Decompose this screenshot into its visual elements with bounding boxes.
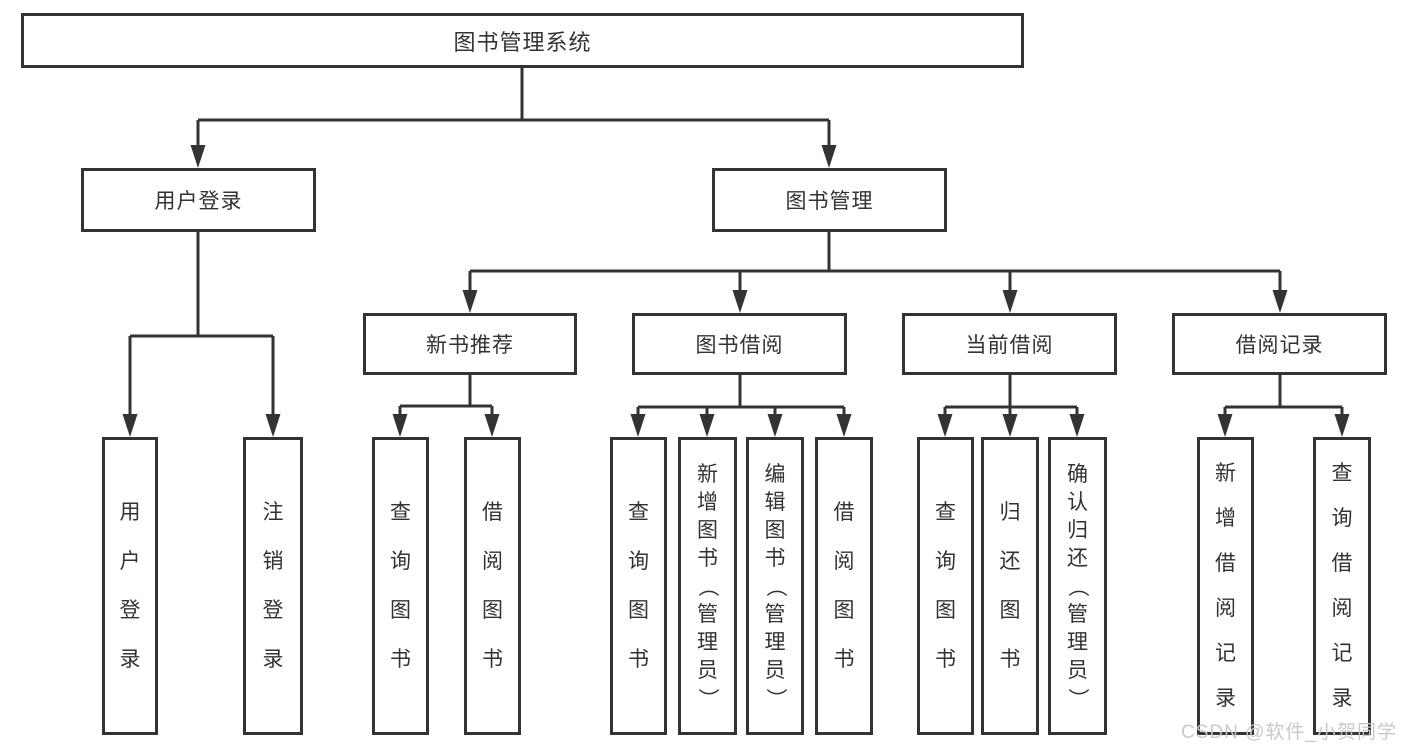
node-root-system: 图书管理系统 <box>21 13 1024 68</box>
leaf-borrow-borrow-books-label: 借阅图书 <box>833 501 855 671</box>
arrowhead <box>821 145 837 168</box>
leaf-borrow-edit-books-admin-label: 编辑图书（管理员） <box>763 462 787 709</box>
node-book-borrow: 图书借阅 <box>632 313 847 375</box>
leaf-borrow-borrow-books: 借阅图书 <box>815 437 873 735</box>
leaf-records-add-record-label: 新增借阅记录 <box>1215 462 1236 710</box>
node-book-borrow-label: 图书借阅 <box>695 334 784 357</box>
node-root-label: 图书管理系统 <box>453 29 592 55</box>
leaf-user-login-label: 用户登录 <box>119 501 141 671</box>
node-current-borrow: 当前借阅 <box>902 313 1117 375</box>
connector-book-management-branch <box>468 232 1282 293</box>
leaf-current-confirm-return-admin-label: 确认归还（管理员） <box>1066 462 1089 709</box>
leaf-logout-login-label: 注销登录 <box>262 501 284 671</box>
arrowhead <box>462 290 478 313</box>
leaf-borrow-query-books-label: 查询图书 <box>628 501 649 671</box>
arrowhead <box>190 145 206 168</box>
arrowhead <box>1069 414 1085 437</box>
node-new-book-recommend-label: 新书推荐 <box>426 334 514 357</box>
leaf-recommend-borrow-books: 借阅图书 <box>464 437 521 735</box>
arrowhead <box>732 290 748 313</box>
connector-book-borrow-branch <box>636 375 846 417</box>
arrowhead <box>265 414 281 437</box>
leaf-borrow-add-books-admin-label: 新增图书（管理员） <box>696 462 719 709</box>
arrowhead <box>484 414 500 437</box>
arrowhead <box>392 414 408 437</box>
node-borrow-records: 借阅记录 <box>1172 313 1387 375</box>
watermark: CSDN @软件_小贺同学 <box>1181 722 1397 743</box>
leaf-borrow-query-books: 查询图书 <box>610 437 667 735</box>
leaf-current-query-books-label: 查询图书 <box>935 501 956 671</box>
node-book-management-label: 图书管理 <box>785 190 874 213</box>
arrowheads <box>122 145 1350 437</box>
connector-borrow-records-branch <box>1223 375 1344 417</box>
leaf-recommend-query-books-label: 查询图书 <box>390 501 411 671</box>
leaf-current-return-books-label: 归还图书 <box>999 501 1021 671</box>
node-borrow-records-label: 借阅记录 <box>1235 334 1324 357</box>
node-current-borrow-label: 当前借阅 <box>965 334 1054 357</box>
arrowhead <box>1272 290 1288 313</box>
arrowhead <box>937 414 953 437</box>
arrowhead <box>767 414 783 437</box>
node-book-management: 图书管理 <box>712 168 947 232</box>
arrowhead <box>1217 414 1233 437</box>
connector-new-book-recommend-branch <box>398 375 494 417</box>
arrowhead <box>1334 414 1350 437</box>
leaf-logout-login: 注销登录 <box>243 437 303 735</box>
node-new-book-recommend: 新书推荐 <box>363 313 577 375</box>
arrowhead <box>1002 414 1018 437</box>
arrowhead <box>1002 290 1018 313</box>
leaf-current-return-books: 归还图书 <box>981 437 1039 735</box>
leaf-records-query-record: 查询借阅记录 <box>1313 437 1371 735</box>
leaf-recommend-borrow-books-label: 借阅图书 <box>482 501 503 671</box>
leaf-recommend-query-books: 查询图书 <box>372 437 429 735</box>
leaf-current-confirm-return-admin: 确认归还（管理员） <box>1048 437 1107 735</box>
node-user-login: 用户登录 <box>81 168 316 232</box>
arrowhead <box>699 414 715 437</box>
connector-root-branch <box>196 68 831 148</box>
connector-current-borrow-branch <box>943 375 1079 417</box>
leaf-records-query-record-label: 查询借阅记录 <box>1331 462 1353 710</box>
arrowhead <box>836 414 852 437</box>
leaf-borrow-edit-books-admin: 编辑图书（管理员） <box>746 437 804 735</box>
node-user-login-label: 用户登录 <box>154 190 243 213</box>
arrowhead <box>630 414 646 437</box>
leaf-user-login: 用户登录 <box>102 437 158 735</box>
leaf-current-query-books: 查询图书 <box>917 437 974 735</box>
arrowhead <box>122 414 138 437</box>
leaf-records-add-record: 新增借阅记录 <box>1197 437 1254 735</box>
connector-user-login-branch <box>128 232 275 417</box>
leaf-borrow-add-books-admin: 新增图书（管理员） <box>678 437 737 735</box>
